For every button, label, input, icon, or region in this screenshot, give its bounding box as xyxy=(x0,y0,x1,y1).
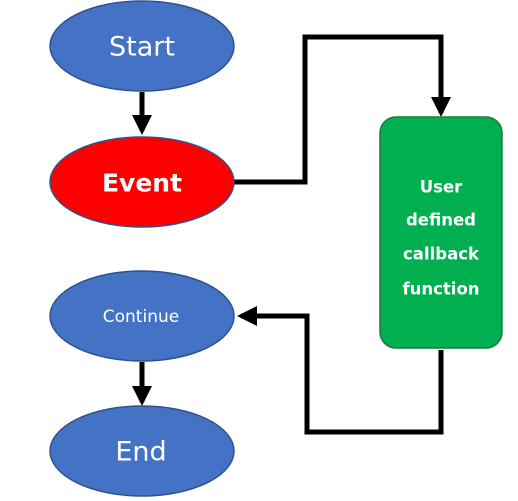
callback-line-3: callback xyxy=(403,245,480,264)
end-node-label: End xyxy=(115,437,166,468)
start-node-shape xyxy=(49,0,235,92)
connector-callback-to-continue xyxy=(237,306,444,435)
callback-line-1: User xyxy=(420,178,463,197)
start-node-label: Start xyxy=(109,32,175,63)
callback-line-4: function xyxy=(402,280,479,299)
callback-node: User defined callback function xyxy=(379,116,503,349)
event-node-shape xyxy=(49,136,235,228)
continue-node: Continue xyxy=(49,270,235,362)
event-node: Event xyxy=(49,136,235,228)
end-node-shape xyxy=(49,405,235,497)
callback-node-shape xyxy=(379,116,503,349)
callback-line-2: defined xyxy=(406,211,476,230)
end-node: End xyxy=(49,405,235,497)
connector-event-to-callback xyxy=(234,34,451,185)
continue-node-shape xyxy=(49,270,235,362)
event-node-label: Event xyxy=(102,169,182,198)
start-node: Start xyxy=(49,0,235,92)
continue-node-label: Continue xyxy=(103,307,179,327)
